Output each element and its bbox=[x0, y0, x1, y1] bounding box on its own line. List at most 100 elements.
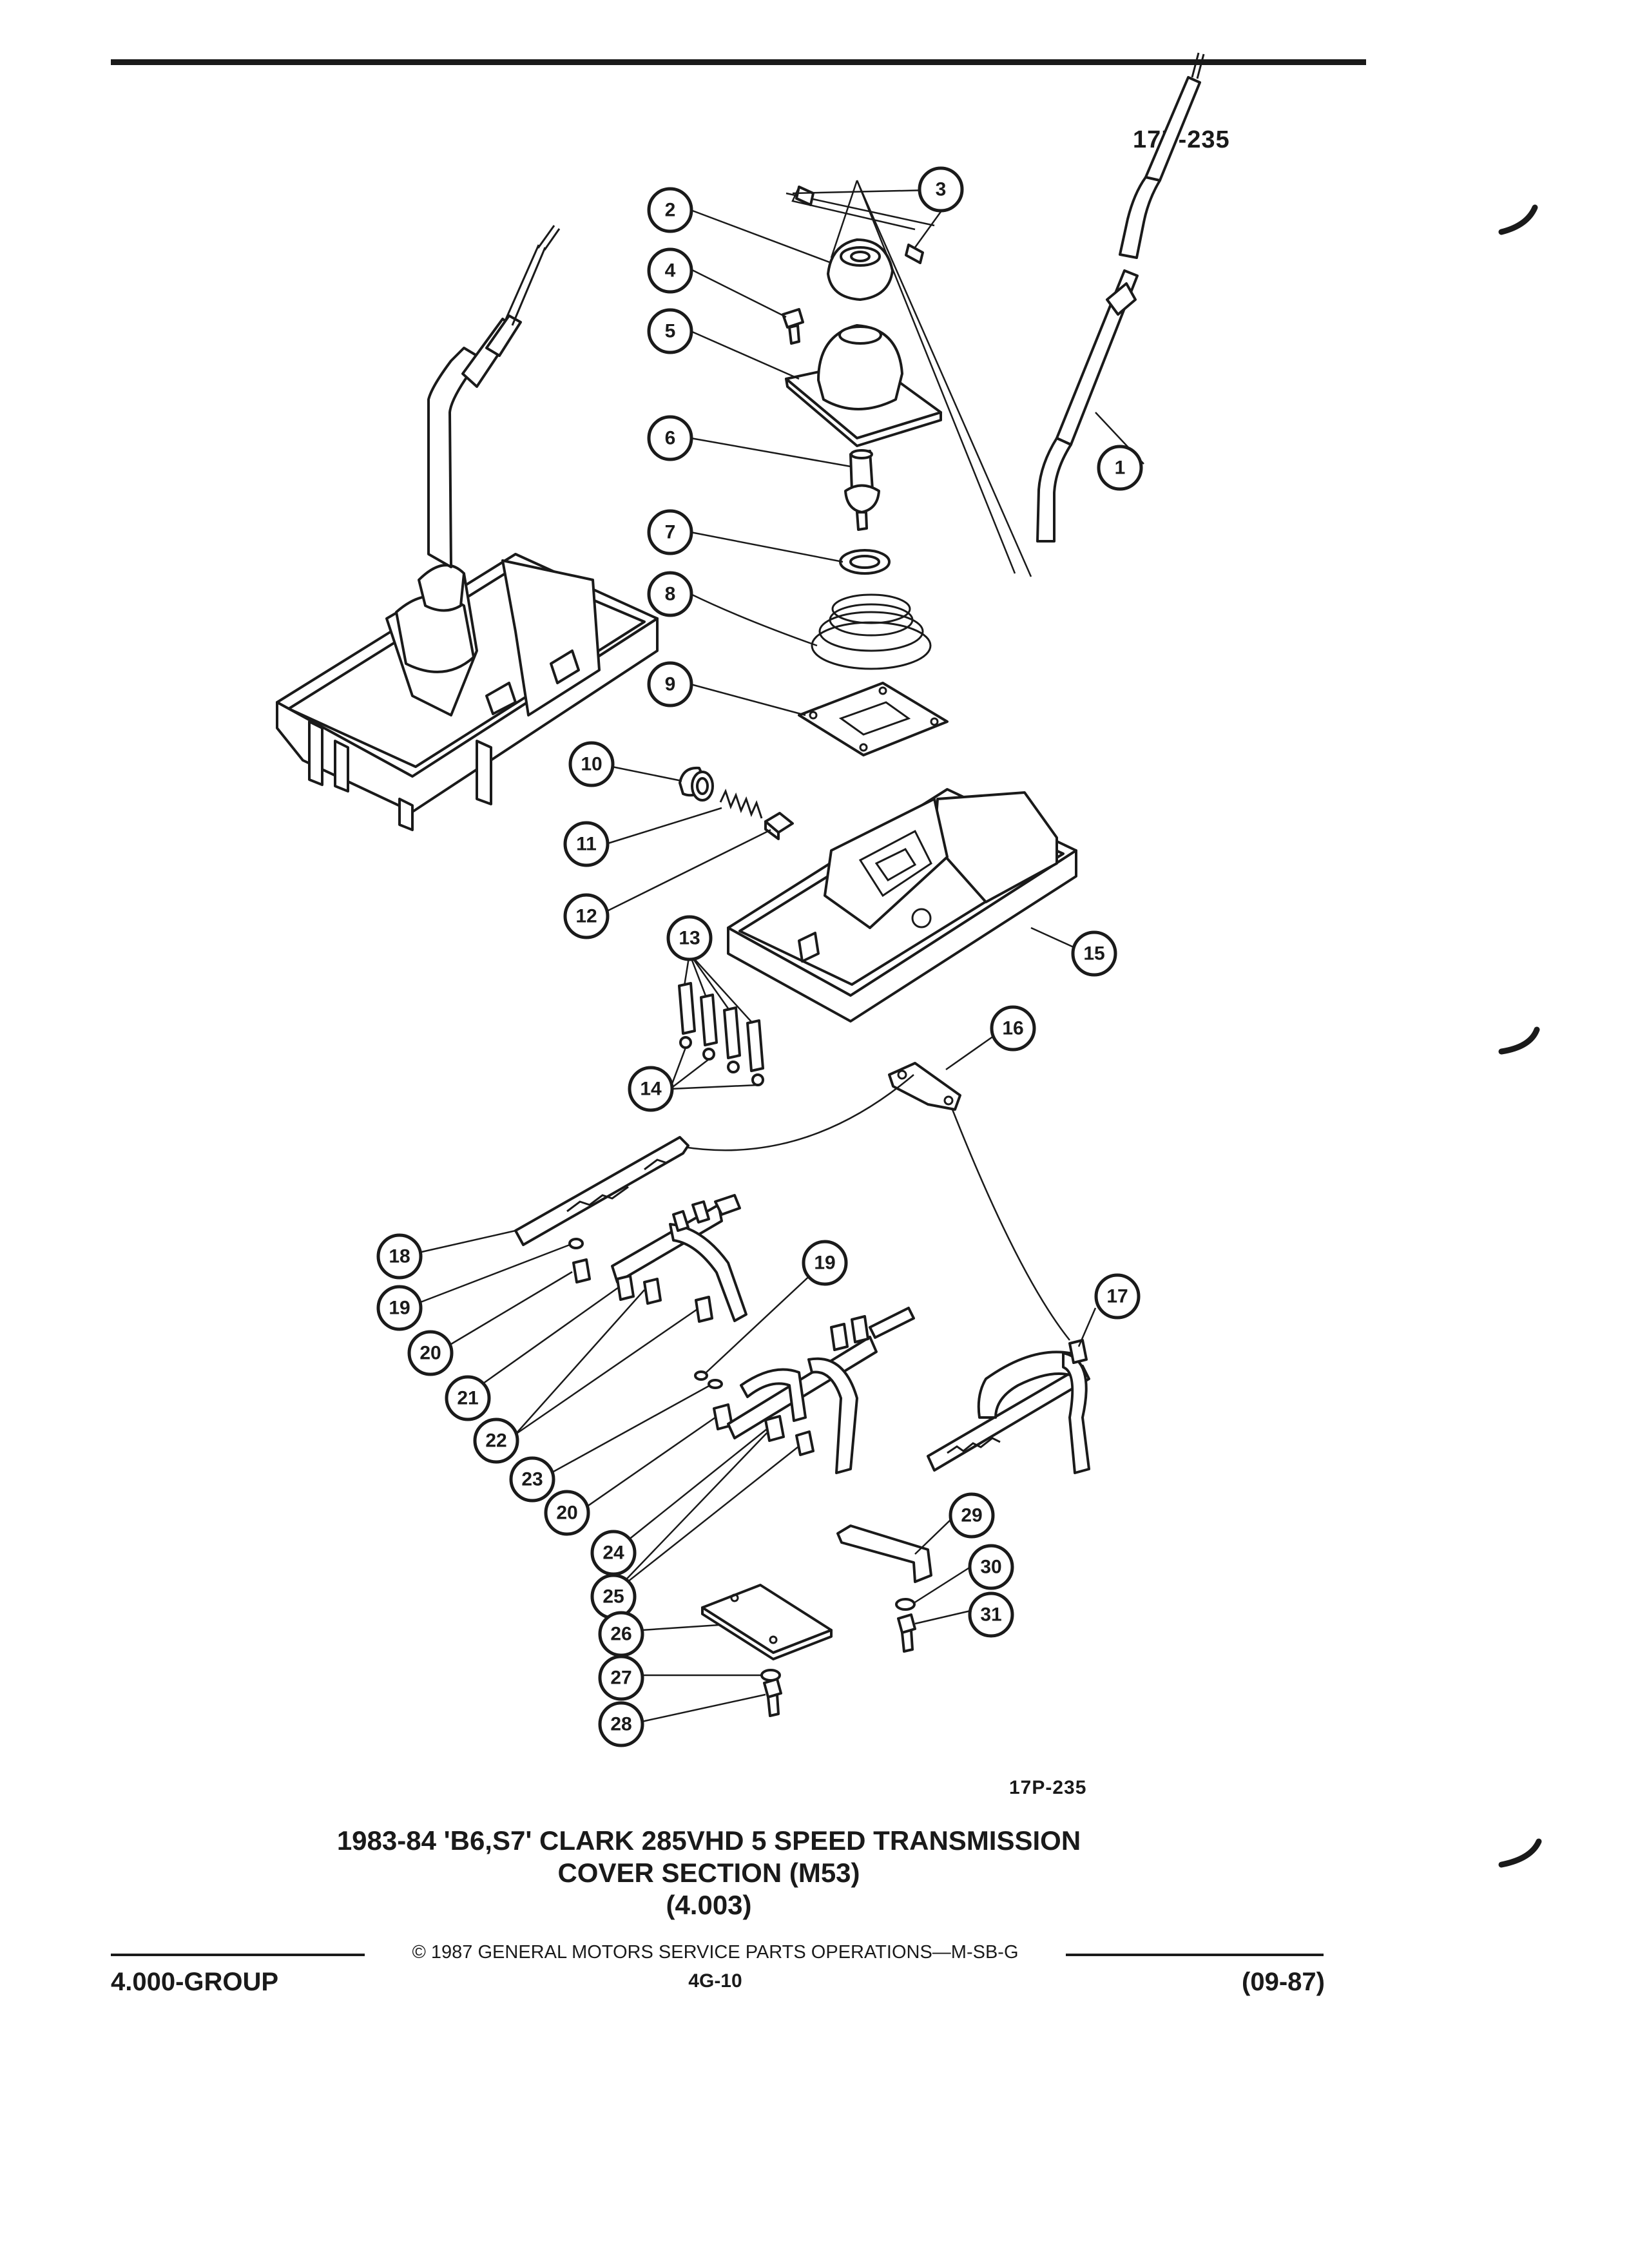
binder-mark bbox=[1498, 204, 1538, 235]
callout-28: 28 bbox=[598, 1701, 644, 1747]
callout-21: 21 bbox=[445, 1375, 491, 1421]
cover-housing-part-15 bbox=[727, 788, 1077, 1023]
title-line-2: COVER SECTION (M53) bbox=[557, 1858, 860, 1888]
svg-text:11: 11 bbox=[576, 834, 597, 855]
svg-text:3: 3 bbox=[936, 179, 947, 200]
callout-2: 2 bbox=[647, 187, 693, 233]
spring-part-8 bbox=[811, 593, 932, 670]
callout-26: 26 bbox=[598, 1611, 644, 1657]
svg-text:15: 15 bbox=[1083, 943, 1104, 965]
callout-25: 25 bbox=[590, 1573, 637, 1620]
svg-text:22: 22 bbox=[485, 1430, 506, 1452]
bracket-part-29 bbox=[836, 1524, 932, 1583]
svg-text:12: 12 bbox=[575, 906, 597, 927]
boot-cap-part-2 bbox=[827, 238, 894, 301]
boot-part-5 bbox=[785, 324, 942, 447]
pad-part-21 bbox=[616, 1274, 635, 1301]
svg-text:27: 27 bbox=[610, 1667, 631, 1689]
callout-14: 14 bbox=[628, 1066, 674, 1112]
shift-fork-part-17 bbox=[927, 1339, 1090, 1474]
detent-balls-part-14 bbox=[679, 1036, 764, 1086]
svg-text:16: 16 bbox=[1002, 1018, 1023, 1039]
svg-text:19: 19 bbox=[814, 1253, 835, 1274]
callout-20-upper: 20 bbox=[407, 1330, 454, 1376]
svg-text:29: 29 bbox=[961, 1505, 982, 1526]
svg-text:8: 8 bbox=[665, 584, 676, 605]
pads-part-22 bbox=[643, 1278, 713, 1323]
bolt-part-28 bbox=[763, 1678, 782, 1717]
pads-part-25 bbox=[795, 1430, 815, 1456]
footer-copyright: © 1987 GENERAL MOTORS SERVICE PARTS OPER… bbox=[412, 1942, 1019, 1963]
callout-11: 11 bbox=[563, 821, 610, 867]
bolt-part-4 bbox=[782, 308, 804, 345]
footer-rule-left bbox=[111, 1954, 365, 1956]
washer-part-30 bbox=[895, 1598, 916, 1611]
callout-19-upper: 19 bbox=[376, 1285, 423, 1331]
pads-part-24 bbox=[764, 1415, 785, 1442]
svg-text:23: 23 bbox=[521, 1469, 543, 1490]
svg-text:24: 24 bbox=[602, 1542, 624, 1564]
callout-22: 22 bbox=[473, 1418, 519, 1464]
svg-text:9: 9 bbox=[665, 674, 676, 695]
callout-29: 29 bbox=[949, 1492, 995, 1539]
lever-ball-part-6 bbox=[844, 449, 880, 531]
plate-part-26 bbox=[701, 1584, 833, 1660]
callout-8: 8 bbox=[647, 571, 693, 617]
svg-text:20: 20 bbox=[419, 1343, 441, 1364]
callout-20-lower: 20 bbox=[544, 1490, 590, 1536]
callout-13: 13 bbox=[666, 915, 713, 961]
footer-group: 4.000-GROUP bbox=[111, 1968, 279, 1996]
shift-lever-part-1 bbox=[1036, 52, 1205, 543]
assembled-shifter-illustration bbox=[276, 225, 659, 831]
callout-19-lower: 19 bbox=[802, 1240, 848, 1286]
detent-springs-part-13 bbox=[678, 982, 764, 1072]
footer-date: (09-87) bbox=[1242, 1968, 1325, 1996]
callout-30: 30 bbox=[968, 1544, 1014, 1590]
callout-23: 23 bbox=[509, 1456, 555, 1503]
plug-part-10 bbox=[679, 766, 714, 802]
svg-text:10: 10 bbox=[581, 754, 602, 775]
callout-6: 6 bbox=[647, 415, 693, 461]
callout-3: 3 bbox=[918, 166, 964, 213]
pin-part-19 bbox=[568, 1238, 708, 1381]
plunger-part-12 bbox=[764, 812, 794, 840]
svg-text:25: 25 bbox=[602, 1586, 624, 1608]
svg-text:26: 26 bbox=[610, 1624, 631, 1645]
svg-text:2: 2 bbox=[665, 200, 676, 221]
svg-text:17: 17 bbox=[1106, 1286, 1128, 1307]
svg-text:18: 18 bbox=[389, 1246, 410, 1267]
callout-1: 1 bbox=[1097, 445, 1143, 491]
svg-text:30: 30 bbox=[980, 1557, 1001, 1578]
footer-page-number: 4G-10 bbox=[688, 1970, 742, 1992]
pins-part-3 bbox=[786, 180, 1032, 577]
shift-rail-part-18 bbox=[514, 1136, 689, 1246]
svg-text:28: 28 bbox=[610, 1714, 631, 1735]
callout-17: 17 bbox=[1094, 1273, 1141, 1320]
spring-part-11 bbox=[719, 788, 763, 819]
footer-rule-right bbox=[1066, 1954, 1324, 1956]
callout-12: 12 bbox=[563, 893, 610, 939]
bolt-part-31 bbox=[897, 1613, 916, 1653]
svg-text:21: 21 bbox=[457, 1388, 478, 1409]
svg-text:4: 4 bbox=[665, 260, 676, 282]
svg-text:19: 19 bbox=[389, 1298, 410, 1319]
interlock-part-16 bbox=[682, 1062, 1070, 1341]
callout-27: 27 bbox=[598, 1655, 644, 1701]
callout-24: 24 bbox=[590, 1530, 637, 1576]
callout-9: 9 bbox=[647, 661, 693, 707]
svg-text:6: 6 bbox=[665, 428, 676, 449]
callout-10: 10 bbox=[568, 741, 615, 787]
svg-text:14: 14 bbox=[640, 1079, 662, 1100]
callout-16: 16 bbox=[990, 1005, 1036, 1052]
svg-text:7: 7 bbox=[665, 522, 676, 543]
plate-part-9 bbox=[798, 682, 949, 756]
callout-31: 31 bbox=[968, 1591, 1014, 1638]
title-line-3: (4.003) bbox=[666, 1890, 752, 1920]
washer-part-7 bbox=[839, 549, 891, 575]
callout-7: 7 bbox=[647, 509, 693, 555]
callout-15: 15 bbox=[1071, 930, 1117, 977]
svg-text:13: 13 bbox=[679, 928, 700, 949]
svg-text:20: 20 bbox=[556, 1503, 577, 1524]
